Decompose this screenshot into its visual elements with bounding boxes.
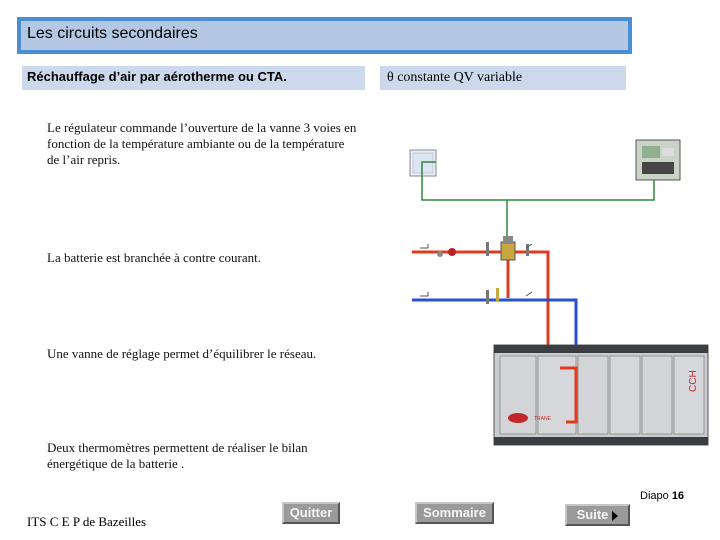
next-button[interactable]: Suite: [565, 504, 630, 526]
paragraph-balancing-valve: Une vanne de réglage permet d’équilibrer…: [47, 346, 317, 361]
flow-arrow-icon: [525, 243, 533, 249]
thermometer-supply-icon: [486, 242, 529, 256]
air-handling-unit-icon: [493, 344, 709, 446]
footer-text: ITS C E P de Bazeilles: [27, 514, 147, 529]
three-way-valve-icon: [500, 236, 516, 261]
flow-arrow-icon: [525, 291, 533, 297]
balancing-valve-icon: [437, 248, 456, 257]
slide-counter-number: 16: [671, 490, 685, 502]
control-wire: [421, 161, 655, 201]
summary-button-label: Sommaire: [423, 505, 486, 520]
flow-arrow-supply-icon: [420, 244, 429, 249]
subtitle-left-box: Réchauffage d’air par aérotherme ou CTA.: [22, 66, 365, 90]
paragraph-counter-current: La batterie est branchée à contre couran…: [47, 250, 262, 265]
next-button-label: Suite: [576, 507, 609, 522]
unit-label: CCH: [688, 370, 699, 392]
regulator-icon: [635, 139, 681, 181]
subtitle-left: Réchauffage d’air par aérotherme ou CTA.: [27, 69, 287, 84]
ambient-sensor-icon: [409, 149, 437, 177]
thermometer-return-icon: [486, 288, 499, 304]
paragraph-regulator: Le régulateur commande l’ouverture de la…: [47, 120, 357, 167]
brand-logo-icon: [508, 413, 528, 423]
quit-button-label: Quitter: [289, 505, 333, 520]
paragraph-thermometers: Deux thermomètres permettent de réaliser…: [47, 440, 308, 471]
cold-return-pipe: [412, 298, 578, 348]
slide-title: Les circuits secondaires: [27, 25, 198, 42]
flow-arrow-return-icon: [420, 292, 429, 297]
subtitle-right-box: θ constante QV variable: [380, 66, 626, 90]
quit-button[interactable]: Quitter: [282, 502, 340, 524]
slide-counter-label: Diapo: [640, 490, 669, 502]
slide-counter: Diapo 16: [640, 490, 684, 502]
summary-button[interactable]: Sommaire: [415, 502, 494, 524]
play-arrow-icon: [612, 510, 619, 521]
brand-label: TRANE: [534, 416, 552, 422]
subtitle-right: θ constante QV variable: [387, 70, 523, 85]
hydraulic-diagram: TRANE CCH: [409, 139, 709, 446]
slide-title-bar: Les circuits secondaires: [17, 17, 632, 54]
